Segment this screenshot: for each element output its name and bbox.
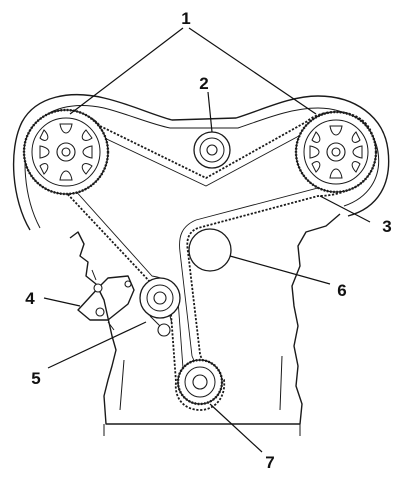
label-4: 4	[25, 289, 35, 308]
guide-roller	[188, 228, 232, 272]
label-6: 6	[337, 281, 346, 300]
engine-block	[69, 213, 341, 436]
label-2: 2	[199, 74, 208, 93]
idler-pulley	[193, 131, 231, 169]
camshaft-pulley-right	[294, 110, 378, 194]
label-1: 1	[181, 9, 190, 28]
label-7: 7	[265, 453, 274, 472]
tensioner-bracket	[77, 269, 135, 331]
tensioner-pulley	[139, 277, 181, 337]
crankshaft-sprocket	[176, 358, 224, 406]
leader-lines	[43, 27, 371, 453]
camshaft-pulley-left	[22, 108, 110, 196]
label-5: 5	[31, 369, 40, 388]
label-3: 3	[382, 217, 391, 236]
